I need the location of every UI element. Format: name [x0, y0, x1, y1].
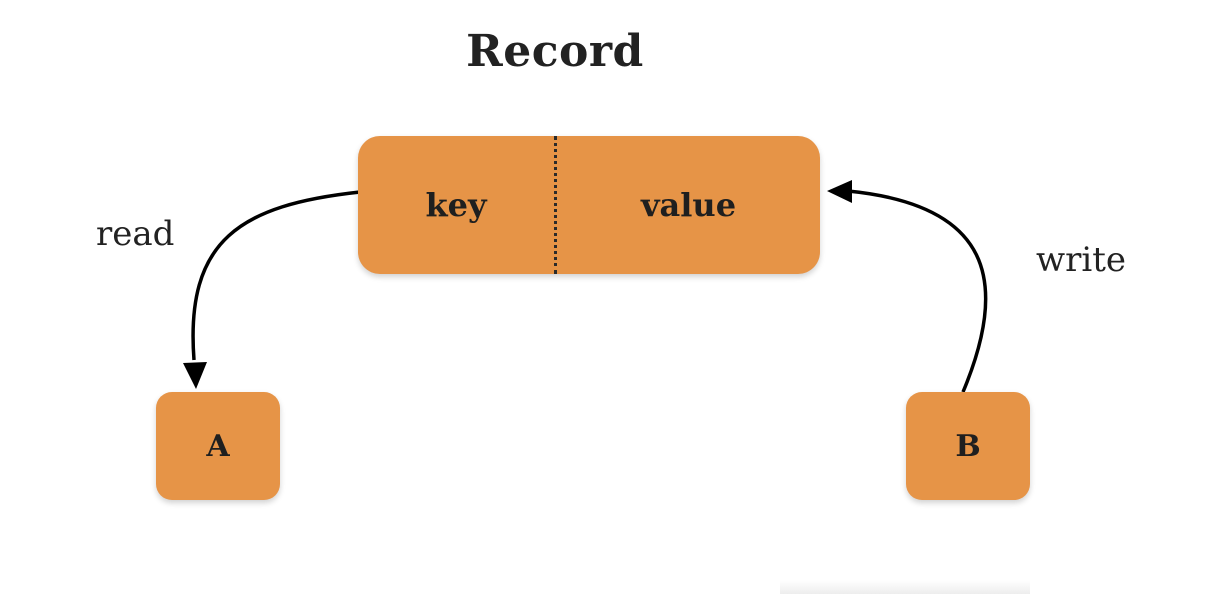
node-b: B — [906, 392, 1030, 500]
read-arrowhead — [183, 362, 207, 389]
bottom-shadow-strip — [780, 580, 1030, 594]
read-label: read — [96, 214, 175, 254]
record-box: key value — [358, 136, 820, 274]
write-label: write — [1036, 240, 1127, 280]
record-key-cell: key — [358, 136, 557, 274]
diagram-title: Record — [466, 26, 644, 77]
node-a: A — [156, 392, 280, 500]
read-arrow — [191, 190, 361, 361]
record-value-cell: value — [640, 186, 737, 224]
write-arrow — [847, 189, 988, 393]
write-arrowhead — [827, 180, 852, 203]
